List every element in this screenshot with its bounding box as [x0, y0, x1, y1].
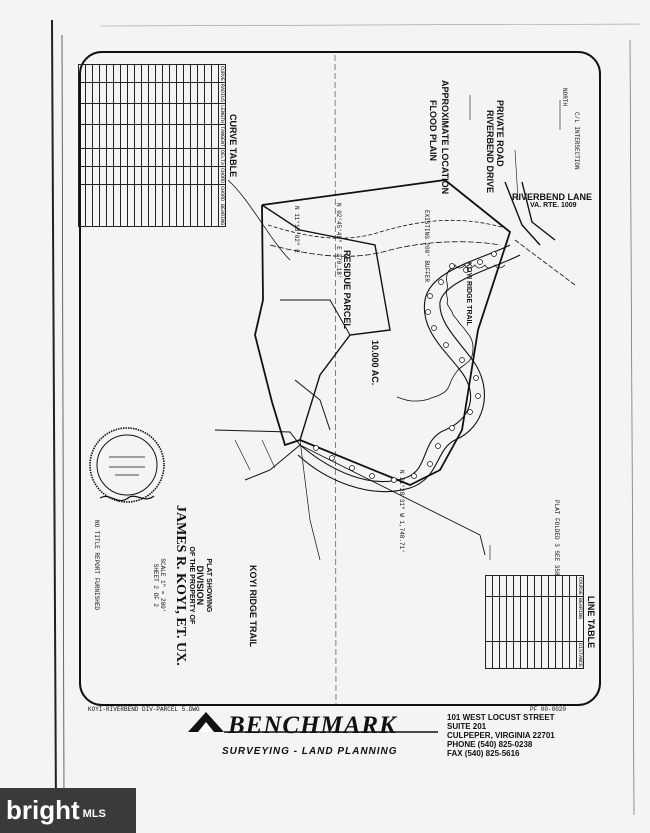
table-row: [78, 64, 86, 227]
table-row: [555, 575, 563, 669]
table-row: [534, 575, 542, 669]
table-row: [513, 575, 521, 669]
table-row: [211, 64, 219, 227]
buffer-label: EXISTING 200' BUFFER: [423, 210, 430, 283]
company-name: BENCHMARK: [228, 712, 397, 739]
north-label: NORTH: [561, 88, 568, 107]
table-row: [127, 64, 135, 227]
curve-table: CURVE TABLE CURVE RADIUS LENGTH TANGENT …: [78, 64, 238, 227]
title-block: PLAT SHOWING DIVISION OF THE PROPERTY OF…: [152, 505, 212, 666]
flood-plain-label-2: FLOOD PLAIN: [428, 100, 438, 161]
benchmark-logo: [188, 712, 438, 733]
title-line-1: PLAT SHOWING: [205, 558, 212, 613]
table-row: [134, 64, 142, 227]
riverbend-lane-label: RIVERBEND LANE: [512, 192, 593, 202]
scan-edge-left: [51, 19, 57, 816]
acreage-label: 10.000 AC.: [370, 340, 380, 386]
plat-border: [79, 51, 601, 706]
table-row: [120, 64, 128, 227]
table-row: [148, 64, 156, 227]
bright-mls-watermark: bright MLS: [0, 788, 136, 833]
line-table: LINE TABLE COURSE BEARING DISTANCE: [485, 575, 596, 669]
koyi-ridge-label-2: KOYI RIDGE TRAIL: [248, 565, 258, 648]
flood-plain-label-1: APPROXIMATE LOCATION: [440, 80, 450, 195]
title-line-2: DIVISION: [195, 565, 205, 606]
table-row: [183, 64, 191, 227]
company-address: 101 WEST LOCUST STREET SUITE 201 CULPEPE…: [447, 713, 555, 758]
table-row: [520, 575, 528, 669]
company-tagline: SURVEYING - LAND PLANNING: [222, 746, 398, 757]
table-row: [190, 64, 198, 227]
table-row: [113, 64, 121, 227]
table-row: [85, 64, 93, 227]
job-number: PF 00-0020: [530, 706, 567, 713]
curve-table-header-row: CURVE RADIUS LENGTH TANGENT DELTA CHORD …: [218, 64, 226, 227]
table-row: [204, 64, 212, 227]
table-row: [169, 64, 177, 227]
owner-name: JAMES R. KOYI, ET. UX.: [173, 505, 188, 666]
table-row: [106, 64, 114, 227]
table-row: [162, 64, 170, 227]
table-row: [176, 64, 184, 227]
no-title-note: NO TITLE REPORT FURNISHED: [93, 520, 100, 611]
watermark-main: bright: [6, 795, 80, 825]
table-row: [99, 64, 107, 227]
table-row: [562, 575, 570, 669]
private-road-label-1: PRIVATE ROAD: [495, 100, 505, 167]
private-road-label-2: RIVERBEND DRIVE: [485, 110, 495, 194]
table-row: [485, 575, 493, 669]
bearing-label-3: N 21°28'31" W 1,748.71': [398, 470, 405, 553]
flat-note: PLAT FOLDED 3 SEE 358: [553, 500, 560, 576]
riverbend-lane-route: VA. RTE. 1009: [530, 202, 577, 209]
table-row: [155, 64, 163, 227]
watermark-sub: MLS: [82, 807, 106, 820]
bearing-label-2: N 11°13'02" E: [293, 206, 300, 253]
table-row: [506, 575, 514, 669]
table-row: [499, 575, 507, 669]
koyi-ridge-label: KOYI RIDGE TRAIL: [465, 262, 472, 326]
table-row: [197, 64, 205, 227]
koyi-ridge-trail-road: [299, 244, 511, 483]
intersection-label: C/L INTERSECTION: [573, 112, 580, 170]
table-row: [527, 575, 535, 669]
residue-parcel-label: RESIDUE PARCEL: [342, 250, 352, 329]
sheet-label: SHEET 2 OF 2: [152, 563, 159, 607]
drawing-file-name: KOYI-RIVERBEND DIV-PARCEL 5.DWG: [88, 706, 200, 713]
table-row: [548, 575, 556, 669]
table-row: [541, 575, 549, 669]
curve-table-title: CURVE TABLE: [228, 113, 238, 178]
parcel-boundary: [254, 179, 512, 486]
table-row: [92, 64, 100, 227]
table-row: [569, 575, 577, 669]
line-table-title: LINE TABLE: [586, 595, 596, 649]
title-line-3: OF THE PROPERTY OF: [188, 546, 195, 625]
scale-label: SCALE 1" = 200': [159, 558, 166, 613]
bearing-label-1: N 02°45'48" E 270.18': [335, 203, 342, 279]
line-table-header-row: COURSE BEARING DISTANCE: [576, 575, 584, 669]
surveyor-seal: [89, 427, 165, 503]
table-row: [492, 575, 500, 669]
table-row: [141, 64, 149, 227]
tree-markers: [313, 251, 497, 483]
